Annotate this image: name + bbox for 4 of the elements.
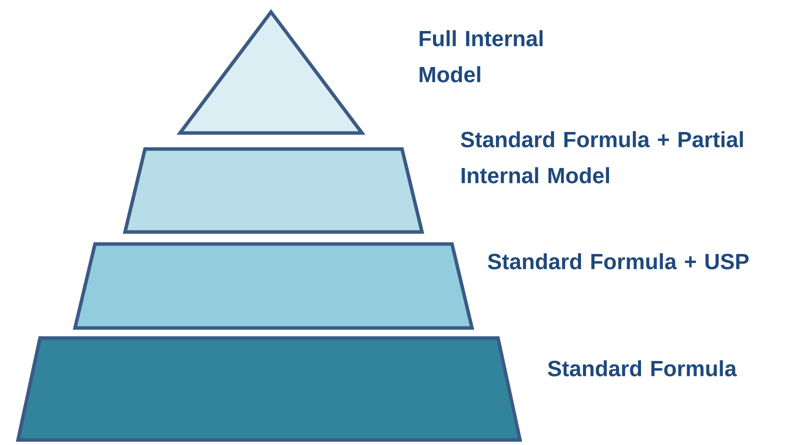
tier-label: Standard Formula + Partial Internal Model — [460, 131, 743, 184]
tier-label: Full Internal Model — [420, 30, 543, 82]
tier-label: Standard Formula + USP — [488, 253, 749, 270]
tier-label: Standard Formula — [548, 360, 737, 376]
